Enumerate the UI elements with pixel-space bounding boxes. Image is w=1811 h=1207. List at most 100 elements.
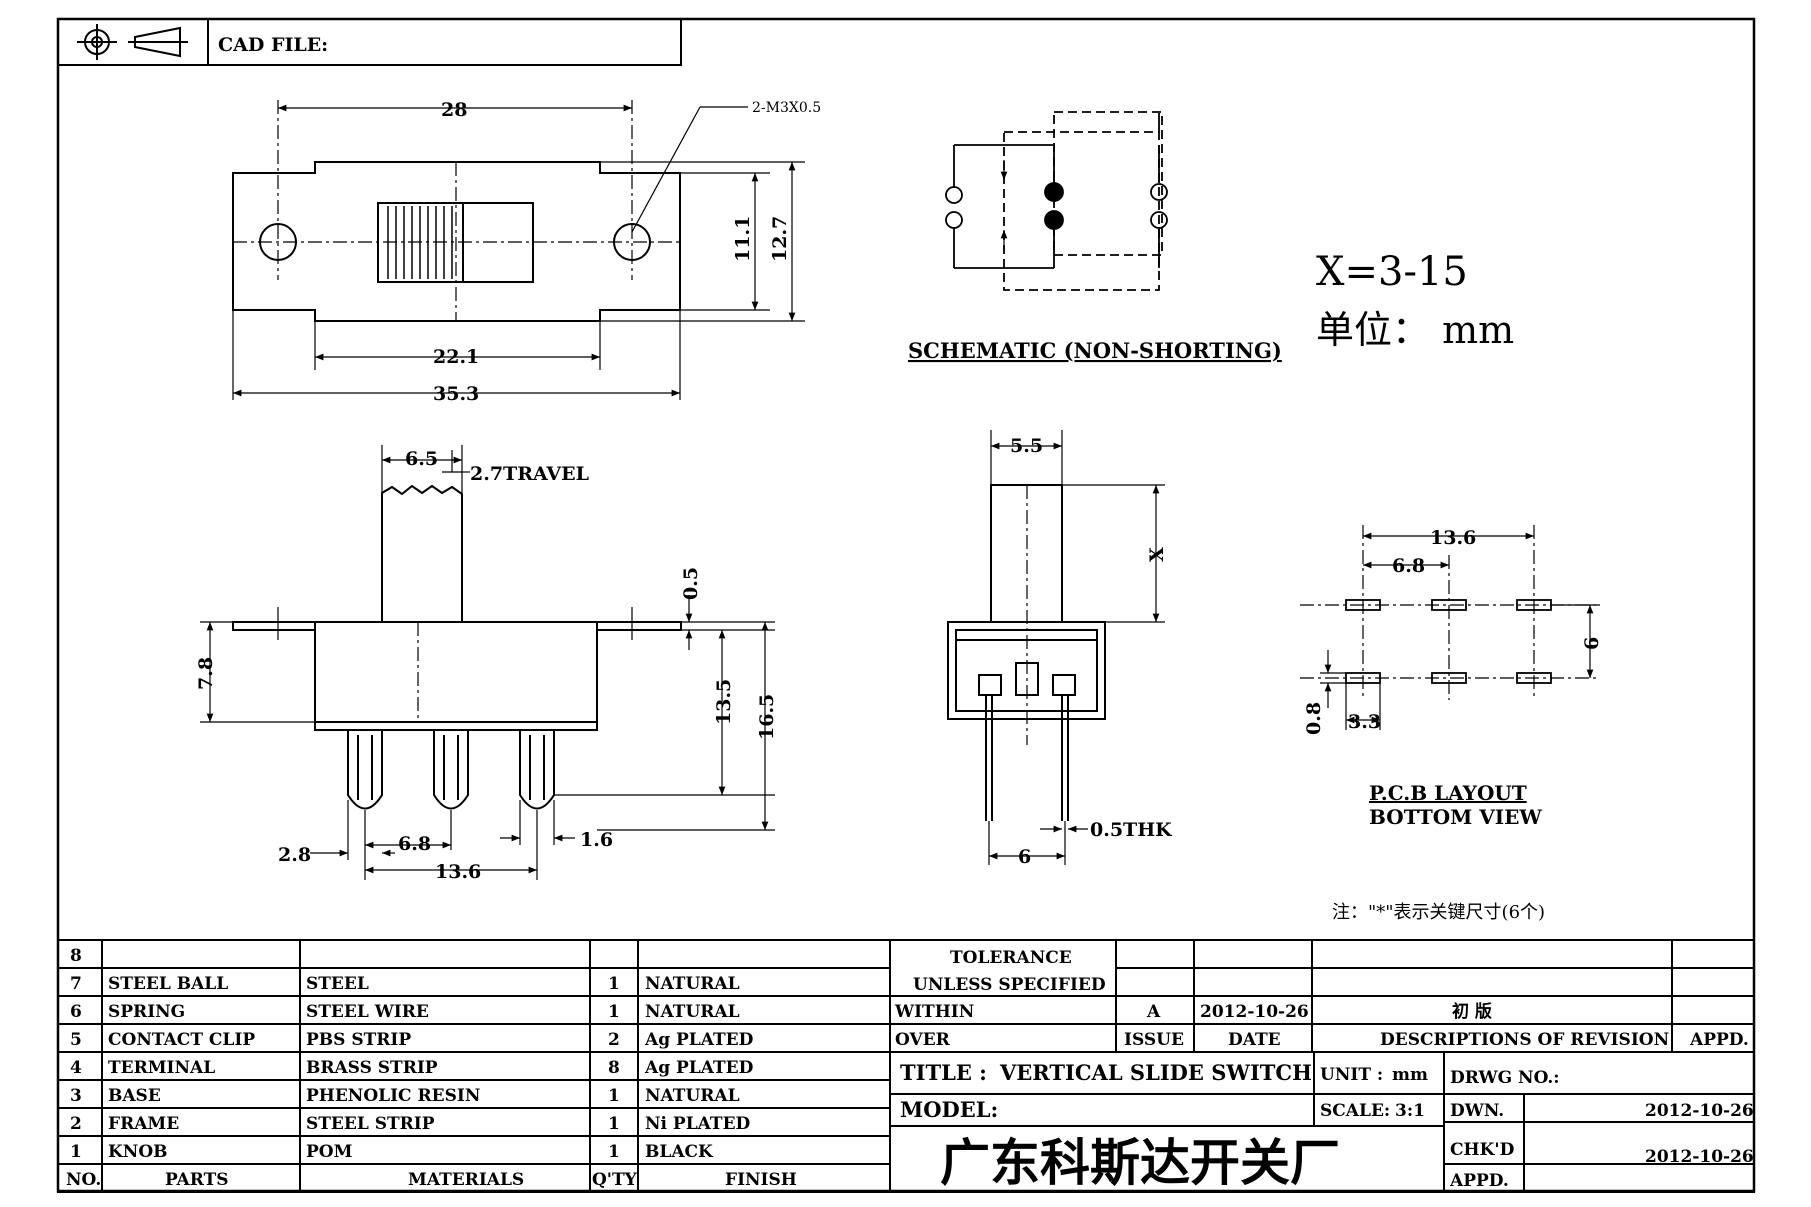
bom-header-materials: MATERIALS bbox=[408, 1170, 524, 1190]
bom-cell-material: BRASS STRIP bbox=[306, 1058, 438, 1078]
bom-cell-finish: NATURAL bbox=[645, 974, 740, 994]
bom-header-parts: PARTS bbox=[165, 1170, 229, 1190]
bom-cell-part: FRAME bbox=[108, 1114, 179, 1134]
bom-row: 5 CONTACT CLIP PBS STRIP 2 Ag PLATED bbox=[70, 1030, 754, 1050]
bom-cell-no: 8 bbox=[70, 946, 82, 966]
schematic-diagram bbox=[945, 111, 1168, 291]
side-view bbox=[200, 445, 775, 880]
bom-cell-qty: 1 bbox=[608, 1142, 620, 1162]
title-block-grid bbox=[889, 939, 1755, 1193]
bom-cell-part: BASE bbox=[108, 1086, 161, 1106]
bom-cell-no: 5 bbox=[70, 1030, 82, 1050]
issue-label: ISSUE bbox=[1124, 1030, 1184, 1050]
dim-12-7: 12.7 bbox=[769, 216, 791, 262]
dwn-date: 2012-10-26 bbox=[1645, 1101, 1754, 1121]
pcb-dim-0-8: 0.8 bbox=[1303, 702, 1325, 735]
revision-label: DESCRIPTIONS OF REVISION bbox=[1380, 1030, 1669, 1050]
bom-cell-part: KNOB bbox=[108, 1142, 168, 1162]
bom-cell-no: 3 bbox=[70, 1086, 82, 1106]
dim-13-6: 13.6 bbox=[435, 861, 481, 883]
scale-value: 3:1 bbox=[1395, 1101, 1425, 1121]
dim-28: 28 bbox=[441, 99, 467, 121]
dim-x: X bbox=[1146, 547, 1168, 562]
dim-22-1: 22.1 bbox=[433, 346, 479, 368]
bom-cell-material: STEEL WIRE bbox=[306, 1002, 429, 1022]
title-label: TITLE : bbox=[900, 1060, 987, 1085]
dim-knob-6-5: 6.5 bbox=[405, 448, 438, 470]
bom-row: 8 bbox=[70, 946, 82, 966]
front-view bbox=[947, 430, 1165, 865]
bom-cell-material: POM bbox=[306, 1142, 353, 1162]
schematic-terminal-right-top bbox=[1150, 183, 1168, 201]
bom-cell-part: CONTACT CLIP bbox=[108, 1030, 255, 1050]
dim-pin-6: 6 bbox=[1018, 846, 1031, 868]
scale-label: SCALE: bbox=[1320, 1101, 1390, 1121]
tolerance-line1: TOLERANCE bbox=[950, 948, 1072, 968]
pcb-layout bbox=[1300, 525, 1600, 730]
dim-1-6: 1.6 bbox=[580, 829, 613, 851]
bom-cell-qty: 2 bbox=[608, 1030, 620, 1050]
drwg-label: DRWG NO.: bbox=[1450, 1068, 1560, 1088]
bom-cell-finish: Ag PLATED bbox=[644, 1030, 754, 1050]
bom-header-finish: FINISH bbox=[725, 1170, 797, 1190]
bom-cell-material: PBS STRIP bbox=[306, 1030, 411, 1050]
title-value: VERTICAL SLIDE SWITCH bbox=[999, 1060, 1312, 1085]
bom-cell-finish: Ni PLATED bbox=[645, 1114, 751, 1134]
bom-cell-finish: Ag PLATED bbox=[644, 1058, 754, 1078]
dim-2-8: 2.8 bbox=[278, 844, 311, 866]
projection-symbol-icon bbox=[77, 24, 188, 60]
bom-cell-qty: 1 bbox=[608, 1086, 620, 1106]
bom-cell-no: 6 bbox=[70, 1002, 82, 1022]
model-label: MODEL: bbox=[900, 1097, 998, 1122]
pcb-label-line1: P.C.B LAYOUT bbox=[1369, 781, 1527, 805]
bom-cell-no: 4 bbox=[70, 1058, 82, 1078]
bom-header-no: NO. bbox=[66, 1170, 101, 1190]
pcb-label-line2: BOTTOM VIEW bbox=[1369, 805, 1542, 829]
bom-cell-finish: NATURAL bbox=[645, 1002, 740, 1022]
dim-knob-5-5: 5.5 bbox=[1010, 435, 1043, 457]
unit-label: UNIT : bbox=[1320, 1065, 1383, 1085]
schematic-terminal-right-bottom bbox=[1150, 211, 1168, 229]
bom-cell-material: PHENOLIC RESIN bbox=[306, 1086, 480, 1106]
bom-cell-qty: 1 bbox=[608, 974, 620, 994]
bom-cell-material: STEEL bbox=[306, 974, 369, 994]
within-label: WITHIN bbox=[894, 1002, 974, 1022]
chkd-label: CHK'D bbox=[1450, 1140, 1515, 1160]
date-label: DATE bbox=[1228, 1030, 1281, 1050]
bom-cell-qty: 1 bbox=[608, 1002, 620, 1022]
revision-desc: 初 版 bbox=[1452, 1001, 1492, 1022]
company-name: 广东科斯达开关厂 bbox=[940, 1133, 1340, 1192]
key-dim-note: 注："*"表示关键尺寸(6个) bbox=[1332, 902, 1545, 923]
date-value: 2012-10-26 bbox=[1200, 1002, 1309, 1022]
appd2-label: APPD. bbox=[1449, 1171, 1509, 1191]
pcb-dim-13-6: 13.6 bbox=[1430, 527, 1476, 549]
dim-7-8: 7.8 bbox=[195, 657, 217, 690]
schematic-terminal-left-bottom bbox=[945, 211, 963, 229]
schematic-terminal-common-bottom bbox=[1044, 210, 1064, 230]
bom-cell-finish: NATURAL bbox=[645, 1086, 740, 1106]
bom-cell-part: TERMINAL bbox=[108, 1058, 215, 1078]
dim-11-1: 11.1 bbox=[732, 216, 754, 262]
bom-cell-no: 7 bbox=[70, 974, 82, 994]
schematic-label: SCHEMATIC (NON-SHORTING) bbox=[908, 338, 1282, 363]
issue-value: A bbox=[1146, 1002, 1161, 1022]
header-strip: CAD FILE: bbox=[57, 18, 682, 66]
bom-cell-qty: 1 bbox=[608, 1114, 620, 1134]
chkd-date: 2012-10-26 bbox=[1645, 1147, 1754, 1167]
dim-travel: 2.7TRAVEL bbox=[470, 463, 589, 485]
top-view bbox=[232, 100, 805, 400]
bom-cell-part: SPRING bbox=[108, 1002, 185, 1022]
bom-cell-no: 2 bbox=[70, 1114, 82, 1134]
dim-0-5thk: 0.5THK bbox=[1090, 819, 1173, 841]
dwn-label: DWN. bbox=[1450, 1101, 1504, 1121]
dim-0-5: 0.5 bbox=[680, 567, 702, 600]
pcb-dim-6: 6 bbox=[1581, 637, 1603, 650]
dim-13-5: 13.5 bbox=[713, 679, 735, 725]
bom-row: 3 BASE PHENOLIC RESIN 1 NATURAL bbox=[70, 1086, 740, 1106]
bom-row: 6 SPRING STEEL WIRE 1 NATURAL bbox=[70, 1002, 740, 1022]
